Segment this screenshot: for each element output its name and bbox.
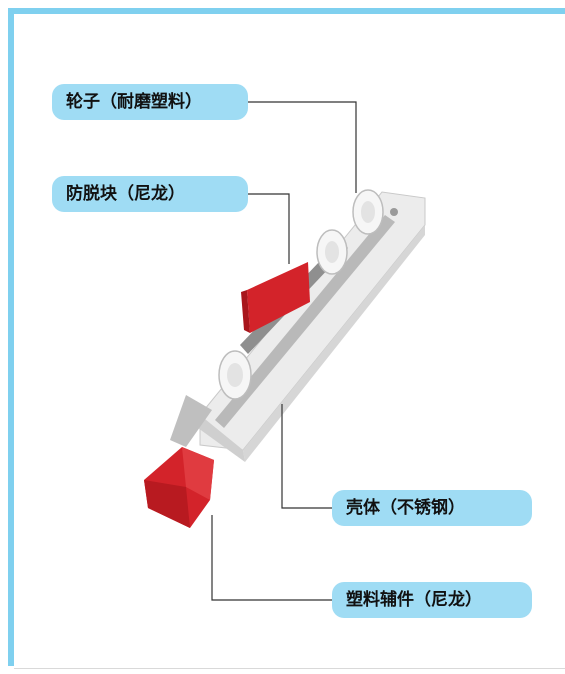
wheel-middle bbox=[316, 229, 348, 275]
rivet-icon bbox=[390, 208, 398, 216]
frame-left-border bbox=[8, 8, 14, 666]
housing-body bbox=[198, 191, 426, 462]
leader-housing bbox=[281, 404, 332, 509]
label-anti-derail-block: 防脱块（尼龙） bbox=[52, 176, 248, 212]
leader-block bbox=[248, 193, 290, 264]
label-plastic-accessory: 塑料辅件（尼龙） bbox=[332, 582, 532, 618]
frame-top-border bbox=[8, 8, 565, 14]
label-wheel: 轮子（耐磨塑料） bbox=[52, 84, 248, 120]
leader-wheel bbox=[248, 101, 357, 193]
wheel-top bbox=[352, 189, 384, 235]
frame-bottom-divider bbox=[14, 668, 565, 669]
anti-derail-block bbox=[241, 262, 310, 333]
leader-accessory bbox=[211, 515, 332, 601]
leader-lines bbox=[211, 101, 357, 601]
label-housing: 壳体（不锈钢） bbox=[332, 490, 532, 526]
wheel-lower bbox=[218, 350, 252, 400]
plastic-end-cap bbox=[144, 395, 214, 528]
